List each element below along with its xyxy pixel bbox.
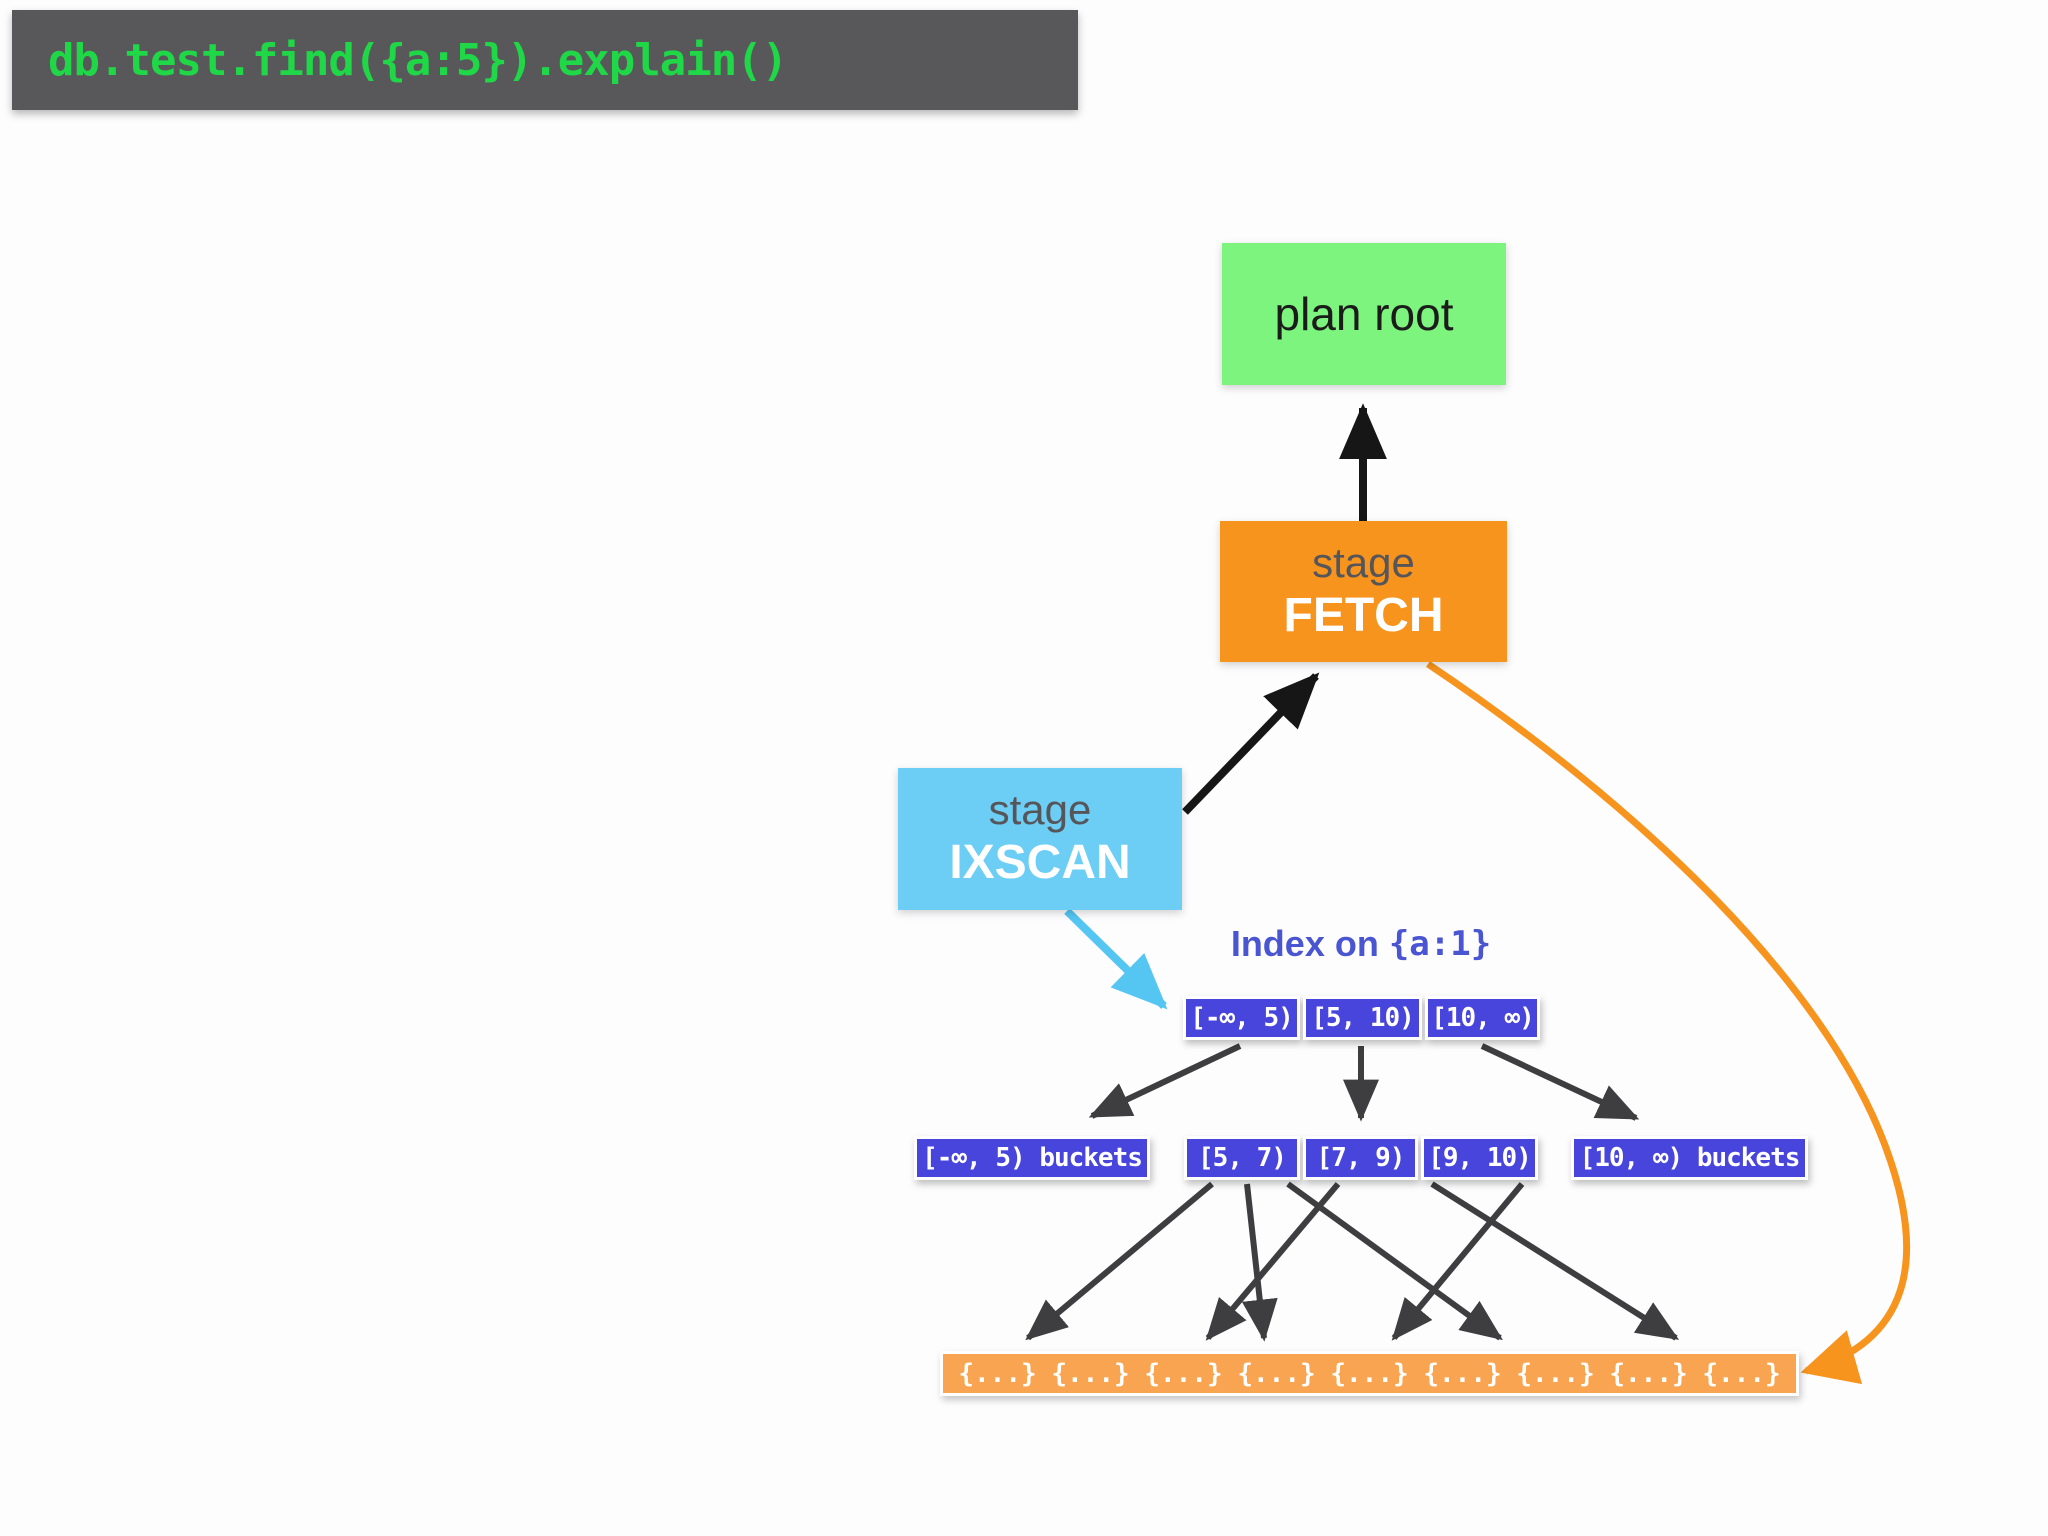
- document-item: {...}: [1051, 1358, 1130, 1389]
- arrow-bucket-to-doc-3: [1286, 1181, 1503, 1341]
- bucket-label: [7, 9): [1316, 1143, 1406, 1173]
- document-item: {...}: [1423, 1358, 1502, 1389]
- document-item: {...}: [1516, 1358, 1595, 1389]
- bucket-label: [9, 10): [1428, 1143, 1532, 1173]
- arrow-bucket-to-doc-4: [1205, 1182, 1341, 1341]
- arrow-bucket-to-doc-1: [1025, 1181, 1214, 1341]
- fetch-stage-kind: stage: [1312, 538, 1415, 586]
- document-item: {...}: [958, 1358, 1037, 1389]
- bucket-label: [5, 7): [1198, 1143, 1287, 1173]
- ixscan-stage-node: stage IXSCAN: [898, 768, 1182, 910]
- arrow-ixscan-to-fetch: [1182, 672, 1320, 815]
- plan-root-node: plan root: [1222, 243, 1506, 385]
- bucket-label: [10, ∞) buckets: [1579, 1143, 1801, 1173]
- index-title-prefix: Index on: [1230, 923, 1389, 964]
- document-item: {...}: [1330, 1358, 1409, 1389]
- document-item: {...}: [1144, 1358, 1223, 1389]
- index-range-label: [-∞, 5): [1190, 1003, 1294, 1033]
- fetch-stage-name: FETCH: [1283, 588, 1444, 642]
- index-range-label: [5, 10): [1311, 1003, 1415, 1033]
- document-item: {...}: [1702, 1358, 1781, 1389]
- query-code-text: db.test.find({a:5}).explain(): [48, 34, 788, 86]
- index-title: Index on {a:1}: [1181, 922, 1541, 966]
- arrow-bucket-to-doc-5: [1430, 1181, 1680, 1341]
- arrow-bucket-to-doc-2: [1241, 1183, 1278, 1342]
- bucket-5-7: [5, 7): [1184, 1136, 1300, 1180]
- document-item: {...}: [1609, 1358, 1688, 1389]
- ixscan-stage-name: IXSCAN: [949, 836, 1131, 890]
- arrow-ixscan-to-index: [1064, 908, 1168, 1010]
- arrow-bucket-to-doc-6: [1391, 1182, 1525, 1341]
- documents-bar: {...} {...} {...} {...} {...} {...} {...…: [940, 1351, 1799, 1396]
- index-range-label: [10, ∞): [1431, 1003, 1535, 1033]
- code-header-bar: db.test.find({a:5}).explain(): [12, 10, 1078, 110]
- bucket-9-10: [9, 10): [1421, 1136, 1538, 1180]
- arrow-range1-to-bucket1: [1088, 1043, 1242, 1119]
- index-range-neg-inf-5: [-∞, 5): [1183, 996, 1300, 1040]
- bucket-7-9: [7, 9): [1303, 1136, 1418, 1180]
- bucket-10-inf: [10, ∞) buckets: [1571, 1136, 1808, 1180]
- index-range-5-10: [5, 10): [1303, 996, 1422, 1040]
- bucket-label: [-∞, 5) buckets: [922, 1143, 1143, 1173]
- bucket-neg-inf-5: [-∞, 5) buckets: [914, 1136, 1150, 1180]
- ixscan-stage-kind: stage: [988, 786, 1092, 834]
- arrow-range3-to-bucket5: [1480, 1043, 1640, 1121]
- plan-root-label: plan root: [1274, 288, 1454, 340]
- index-title-key: {a:1}: [1388, 924, 1492, 964]
- fetch-stage-node: stage FETCH: [1220, 521, 1507, 662]
- document-item: {...}: [1237, 1358, 1316, 1389]
- index-range-10-inf: [10, ∞): [1425, 996, 1540, 1040]
